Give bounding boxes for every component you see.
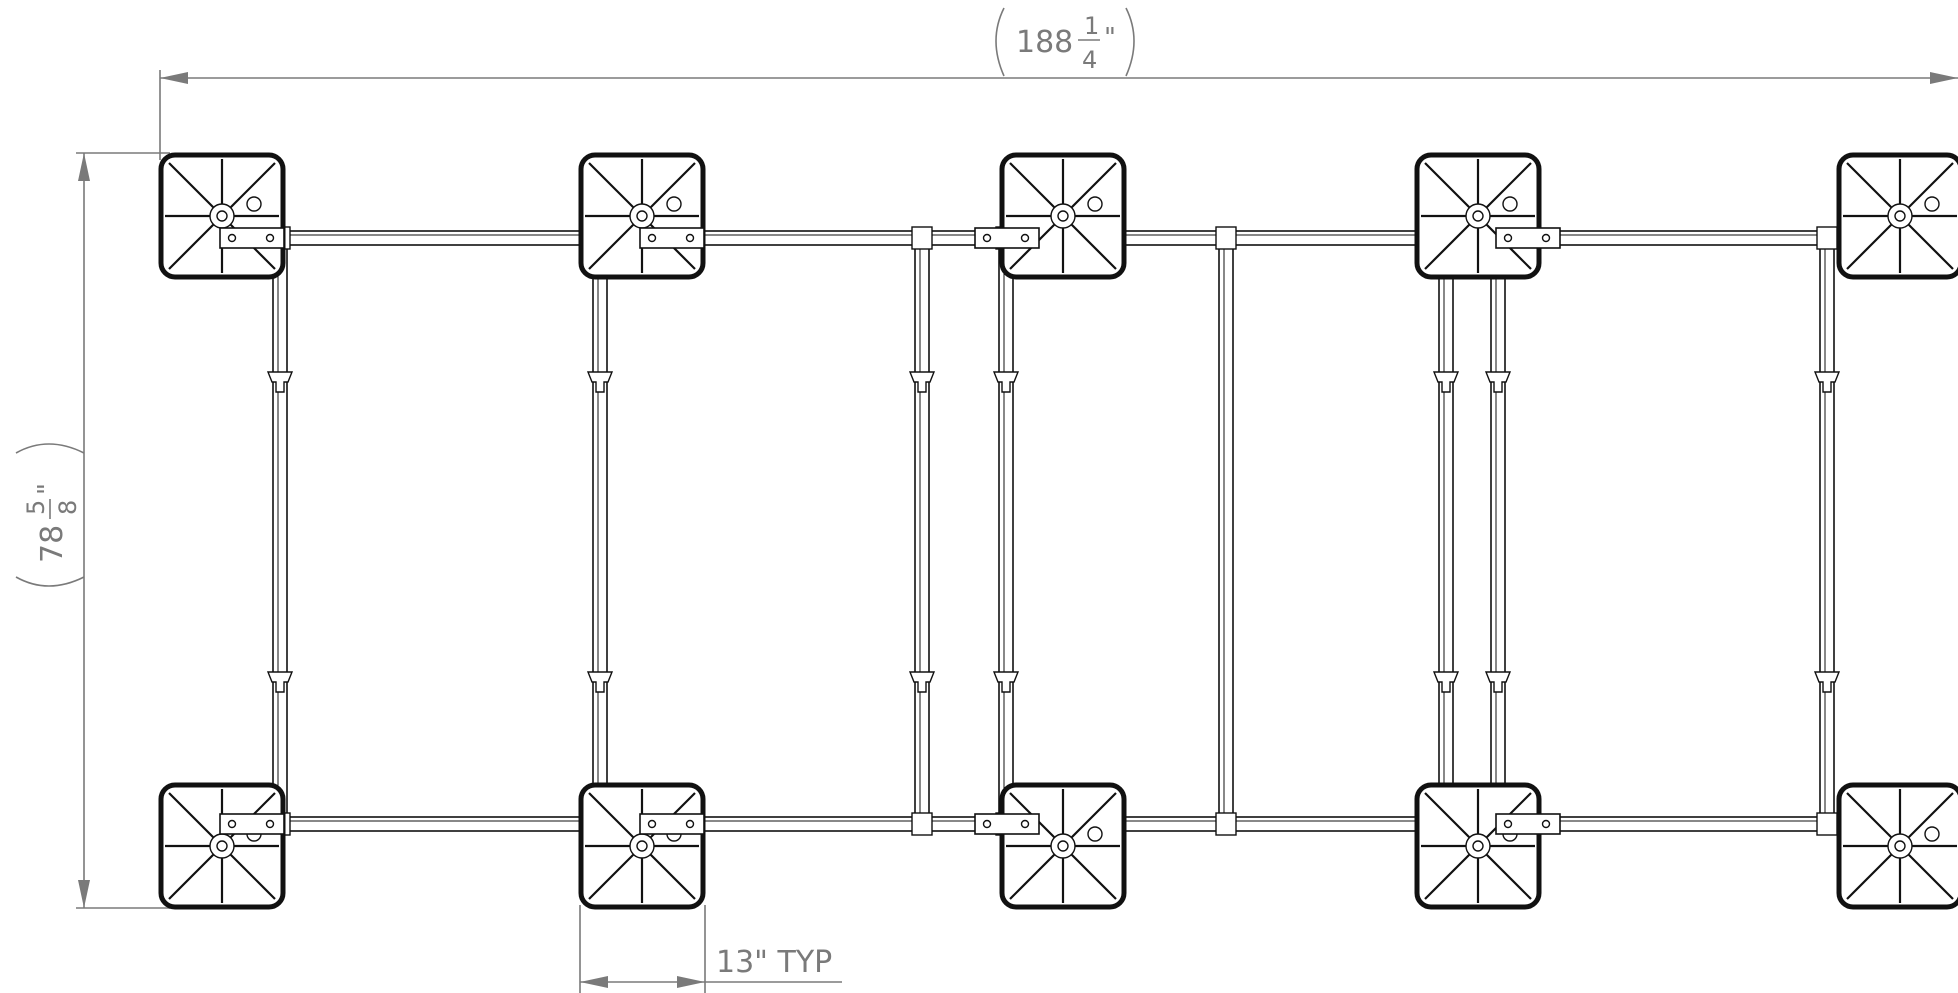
bracket-bolt xyxy=(1541,819,1551,829)
rail-bracket xyxy=(974,813,1040,835)
length-arrow-right xyxy=(1930,72,1958,84)
cross-member xyxy=(1218,237,1234,825)
cross-member xyxy=(1438,237,1454,825)
cross-member-fitting xyxy=(1484,371,1512,393)
length-denominator: 4 xyxy=(1082,46,1097,74)
width-arrow-bottom xyxy=(78,880,90,908)
foot-bolt xyxy=(216,840,228,852)
width-paren-left xyxy=(15,576,85,587)
bracket-bolt xyxy=(647,819,657,829)
cross-member xyxy=(1490,237,1506,825)
rail-bracket xyxy=(1495,227,1561,249)
cross-member-fitting xyxy=(1813,371,1841,393)
foot-bolt xyxy=(636,210,648,222)
width-paren-right xyxy=(15,443,85,454)
cross-member-fitting xyxy=(908,671,936,693)
rail-bracket xyxy=(219,813,285,835)
rail-bracket xyxy=(219,227,285,249)
cross-member-fitting xyxy=(1432,671,1460,693)
typ-arrow-left xyxy=(580,976,608,988)
cross-member-fitting xyxy=(1484,671,1512,693)
bracket-bolt xyxy=(982,233,992,243)
cross-member-fitting xyxy=(992,671,1020,693)
frame-assembly xyxy=(158,152,1958,910)
rail-bracket xyxy=(639,813,705,835)
foot-bolt xyxy=(1894,210,1906,222)
foot-adjuster xyxy=(1924,196,1940,212)
foot-adjuster xyxy=(1924,826,1940,842)
cross-member-fitting xyxy=(266,371,294,393)
foot-adjuster xyxy=(1087,826,1103,842)
tee-connector xyxy=(1816,812,1838,836)
length-numerator: 1 xyxy=(1084,12,1099,40)
tee-connector xyxy=(1215,812,1237,836)
foot-bolt xyxy=(1057,210,1069,222)
width-unit: " xyxy=(33,483,63,495)
width-whole: 78 xyxy=(35,525,70,563)
bracket-bolt xyxy=(227,233,237,243)
tee-connector xyxy=(1816,226,1838,250)
foot-adjuster xyxy=(1502,196,1518,212)
foot-bolt xyxy=(636,840,648,852)
bracket-bolt xyxy=(1503,819,1513,829)
bracket-bolt xyxy=(1503,233,1513,243)
foot-bolt xyxy=(1894,840,1906,852)
foot-bolt xyxy=(1472,840,1484,852)
overall-width-dimension: 78 5 8 " xyxy=(15,152,170,909)
overall-length-dimension: 188 1 4 " xyxy=(159,7,1958,160)
bracket-bolt xyxy=(685,233,695,243)
cross-member-fitting xyxy=(586,671,614,693)
cross-member-fitting xyxy=(1813,671,1841,693)
length-arrow-left xyxy=(160,72,188,84)
bracket-bolt xyxy=(1541,233,1551,243)
length-paren-left xyxy=(995,7,1005,77)
length-paren-right xyxy=(1125,7,1135,77)
tee-connector xyxy=(1215,226,1237,250)
foot-adjuster xyxy=(1087,196,1103,212)
width-numerator: 5 xyxy=(22,500,50,515)
rail-bracket xyxy=(639,227,705,249)
tee-connector xyxy=(911,812,933,836)
cross-member xyxy=(1819,237,1835,825)
bracket-bolt xyxy=(227,819,237,829)
bracket-bolt xyxy=(1020,819,1030,829)
bracket-bolt xyxy=(265,819,275,829)
foot-bolt xyxy=(1057,840,1069,852)
foot-adjuster xyxy=(246,196,262,212)
rail-bracket xyxy=(1495,813,1561,835)
foot-adjuster xyxy=(666,196,682,212)
foot-bolt xyxy=(1472,210,1484,222)
cross-member-fitting xyxy=(908,371,936,393)
typical-foot-dimension: 13" TYP xyxy=(579,905,842,993)
cross-member xyxy=(592,237,608,825)
width-arrow-top xyxy=(78,153,90,181)
cross-member-fitting xyxy=(1432,371,1460,393)
bracket-bolt xyxy=(1020,233,1030,243)
cross-member-fitting xyxy=(266,671,294,693)
length-whole: 188 xyxy=(1016,25,1073,60)
rail-bracket xyxy=(974,227,1040,249)
tee-connector xyxy=(911,226,933,250)
typ-arrow-right xyxy=(677,976,705,988)
cross-member-fitting xyxy=(992,371,1020,393)
cross-member-fitting xyxy=(586,371,614,393)
length-unit: " xyxy=(1104,23,1116,53)
cross-member xyxy=(998,237,1014,825)
bracket-bolt xyxy=(265,233,275,243)
cross-member xyxy=(272,237,288,825)
foot-bolt xyxy=(216,210,228,222)
typ-label: 13" TYP xyxy=(716,945,832,980)
width-denominator: 8 xyxy=(54,500,82,515)
bracket-bolt xyxy=(647,233,657,243)
bracket-bolt xyxy=(982,819,992,829)
cross-member xyxy=(914,237,930,825)
bracket-bolt xyxy=(685,819,695,829)
